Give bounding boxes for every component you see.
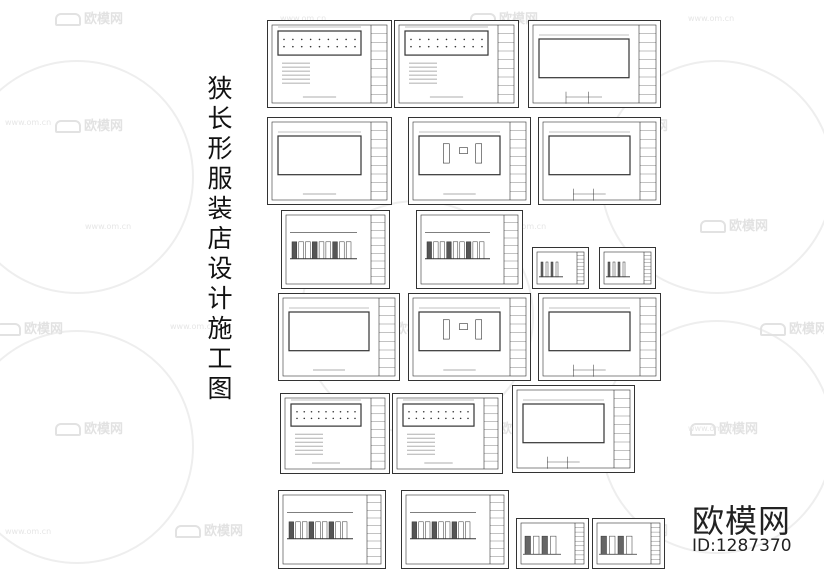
drawing-sheet-floor-plan[interactable] xyxy=(394,20,519,108)
watermark-url: www.om.cn xyxy=(280,14,327,23)
drawing-sheet-floor-plan[interactable] xyxy=(278,293,400,381)
watermark-url: www.om.cn xyxy=(688,14,735,23)
drawing-sheet-floor-plan[interactable] xyxy=(408,293,531,381)
watermark-url: www.om.cn xyxy=(5,118,52,127)
drawing-sheet-floor-plan[interactable] xyxy=(267,117,392,205)
watermark-url: www.om.cn xyxy=(5,527,52,536)
drawing-sheet-detail[interactable] xyxy=(599,247,656,289)
drawing-sheet-elevation[interactable] xyxy=(416,210,523,289)
drawing-sheet-detail[interactable] xyxy=(532,247,589,289)
title-char: 设 xyxy=(207,254,233,283)
drawing-sheet-elevation[interactable] xyxy=(278,490,386,569)
title-char: 狭 xyxy=(207,74,233,103)
drawing-sheet-elevation[interactable] xyxy=(281,210,390,289)
title-char: 计 xyxy=(207,284,233,313)
drawing-sheet-floor-plan[interactable] xyxy=(267,20,392,108)
watermark-brand: 欧模网 xyxy=(690,418,758,437)
drawing-sheet-floor-plan[interactable] xyxy=(538,117,661,205)
page-title: 狭长形服装店设计施工图 xyxy=(203,74,237,404)
drawing-sheet-floor-plan[interactable] xyxy=(538,293,661,381)
drawing-sheet-floor-plan[interactable] xyxy=(408,117,531,205)
title-char: 长 xyxy=(207,104,233,133)
drawing-sheet-detail[interactable] xyxy=(592,518,665,569)
watermark-brand: 欧模网 xyxy=(760,318,824,337)
watermark-brand: 欧模网 xyxy=(55,115,123,134)
watermark-brand: 欧模网 xyxy=(55,418,123,437)
drawing-sheet-detail[interactable] xyxy=(516,518,589,569)
drawing-sheet-floor-plan[interactable] xyxy=(528,20,661,108)
watermark-url: www.om.cn xyxy=(500,222,547,231)
drawing-sheet-ceiling-plan[interactable] xyxy=(392,393,503,474)
title-char: 工 xyxy=(207,344,233,373)
watermark-url: www.om.cn xyxy=(85,222,132,231)
title-char: 形 xyxy=(207,134,233,163)
drawing-sheet-ceiling-plan[interactable] xyxy=(280,393,390,474)
title-char: 装 xyxy=(207,194,233,223)
title-char: 店 xyxy=(207,224,233,253)
watermark-brand: 欧模网 xyxy=(700,215,768,234)
brand-logo-text: 欧模网 xyxy=(692,502,792,540)
title-char: 服 xyxy=(207,164,233,193)
title-char: 施 xyxy=(207,314,233,343)
model-id: ID:1287370 xyxy=(692,536,792,556)
watermark-url: www.om.cn xyxy=(170,322,217,331)
title-char: 图 xyxy=(207,374,233,403)
watermark-url: www.om.cn xyxy=(688,424,735,433)
watermark-brand: 欧模网 xyxy=(0,318,63,337)
watermark-brand: 欧模网 xyxy=(55,8,123,27)
drawing-sheet-floor-plan[interactable] xyxy=(512,385,635,473)
watermark-circle xyxy=(0,60,194,294)
drawing-sheet-elevation[interactable] xyxy=(401,490,509,569)
watermark-brand: 欧模网 xyxy=(175,520,243,539)
